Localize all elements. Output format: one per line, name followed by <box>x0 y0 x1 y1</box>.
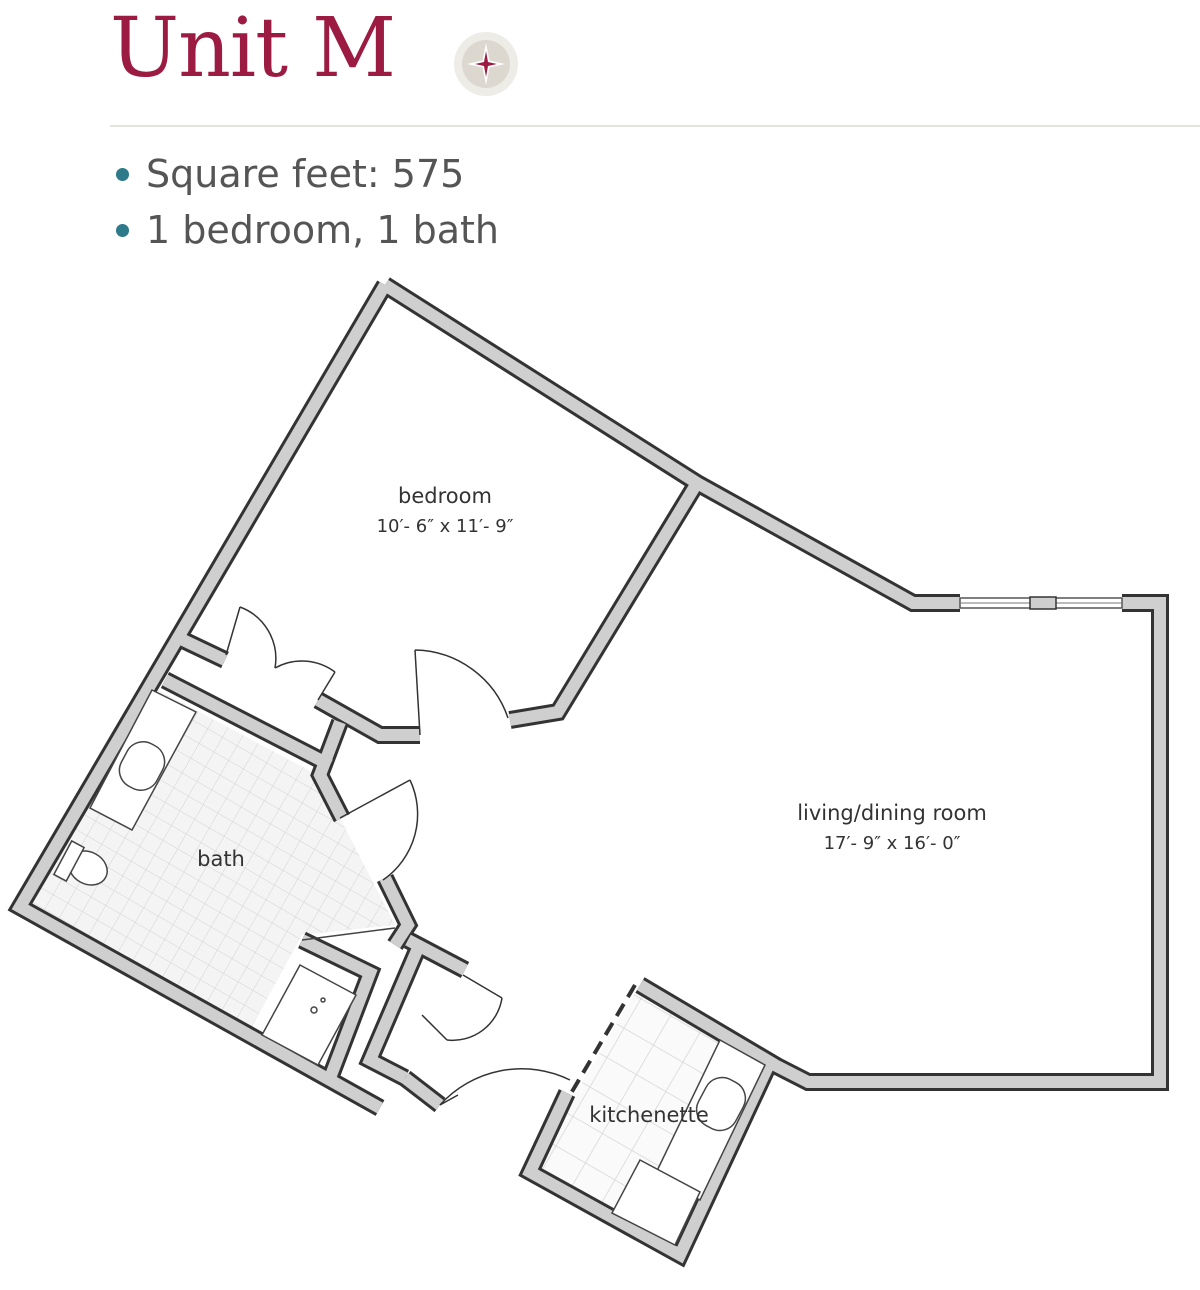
doors <box>225 606 571 1106</box>
room-dims-bedroom: 10′- 6″ x 11′- 9″ <box>377 516 514 537</box>
spec-bed-bath-text: 1 bedroom, 1 bath <box>146 208 499 252</box>
room-label-bedroom: bedroom <box>398 484 492 508</box>
door-leaf <box>462 974 503 999</box>
door-leaf <box>414 649 421 736</box>
door-leaf <box>317 671 336 701</box>
kitchenette-floor-tile <box>532 993 765 1245</box>
bullet-dot <box>116 168 129 181</box>
header-divider <box>110 125 1200 127</box>
window <box>959 596 1123 610</box>
bath-fixtures <box>52 689 396 1067</box>
bullet-dot <box>116 224 129 237</box>
door-swing <box>446 997 503 1042</box>
door-swing <box>274 660 336 673</box>
door-swing <box>414 649 509 719</box>
kitchen-sink-icon <box>695 1076 747 1132</box>
spec-square-feet: Square feet: 575 <box>112 148 499 204</box>
unit-title: Unit M <box>110 1 396 96</box>
walls <box>7 277 1169 1268</box>
door-swing <box>439 1068 571 1106</box>
door-leaf <box>225 606 241 656</box>
toilet-tank-icon <box>52 839 86 883</box>
spec-square-feet-text: Square feet: 575 <box>146 152 465 196</box>
door-leaf <box>421 1014 448 1041</box>
door-leaf <box>339 779 411 819</box>
sink-basin-icon <box>118 741 166 791</box>
room-label-living: living/dining room <box>797 801 987 825</box>
room-label-bath: bath <box>197 847 245 871</box>
door-swing <box>382 779 419 881</box>
room-label-kitchenette: kitchenette <box>589 1103 709 1127</box>
refrigerator <box>610 1158 701 1247</box>
shower-drain-icon <box>320 997 326 1003</box>
door-swing <box>239 606 277 669</box>
room-dims-living: 17′- 9″ x 16′- 0″ <box>824 833 961 854</box>
compass-star-icon <box>454 32 518 96</box>
kitchenette-fixtures <box>610 1038 766 1247</box>
spec-bed-bath: 1 bedroom, 1 bath <box>112 204 499 260</box>
shower-stall <box>260 963 358 1067</box>
door-leaf <box>439 1094 459 1106</box>
shower-drain-icon <box>310 1006 318 1014</box>
unit-specs-list: Square feet: 575 1 bedroom, 1 bath <box>112 148 499 260</box>
